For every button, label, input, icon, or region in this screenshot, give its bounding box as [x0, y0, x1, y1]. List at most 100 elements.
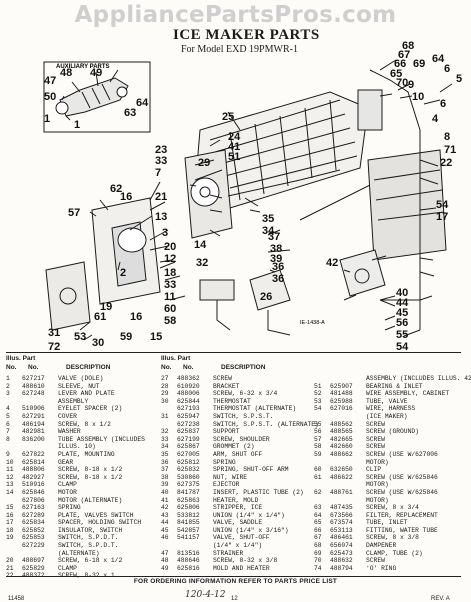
illus-no-cell: 45 — [161, 526, 169, 534]
part-no-cell: 488006 — [177, 390, 200, 398]
description-cell: ASSEMBLY (INCLUDES ILLUS. 42) — [366, 375, 471, 382]
part-no-cell: 627238 — [177, 420, 200, 428]
callout-33: 33 — [155, 155, 167, 167]
callout-29: 29 — [198, 157, 210, 169]
description-cell: WASHER — [58, 428, 81, 436]
part-no-cell: 625844 — [177, 397, 200, 405]
description-cell: DAMPENER — [366, 542, 397, 550]
description-cell: INSERT, PLASTIC TUBE (2) — [213, 488, 304, 496]
part-no-cell: 482927 — [22, 473, 45, 481]
illus-no-cell: 67 — [314, 534, 322, 542]
illus-no-cell: 16 — [6, 511, 14, 519]
description-cell: ARM, SHUT OFF — [213, 450, 263, 458]
callout-58: 58 — [164, 315, 176, 327]
callout-30: 30 — [92, 337, 104, 349]
illus-no-cell: 68 — [314, 542, 322, 550]
illus-no-cell: 46 — [161, 534, 169, 542]
description-cell: BRACKET — [213, 382, 240, 390]
callout-49: 49 — [90, 67, 102, 79]
illus-no-cell: 70 — [314, 557, 322, 565]
callout-14: 14 — [194, 239, 207, 251]
illus-no-cell: 19 — [6, 534, 14, 542]
description-cell: 'O' RING — [366, 564, 397, 572]
illus-no-cell: 9 — [6, 450, 10, 458]
callout-36b: 36 — [272, 273, 284, 285]
description-cell: SCREW, 8-32 x 3/8 — [213, 557, 278, 565]
illus-no-cell: 47 — [161, 549, 169, 557]
description-cell: CLIP — [366, 466, 382, 474]
description-cell: SPRING, SHUT-OFF ARM — [213, 466, 289, 474]
callout-63: 63 — [124, 107, 136, 119]
part-no-cell: 487435 — [330, 504, 353, 512]
callout-38: 38 — [270, 243, 282, 255]
part-no-cell: 625832 — [177, 466, 200, 474]
description-cell: SPRING — [213, 458, 236, 466]
illus-no-cell: 30 — [161, 397, 169, 405]
illus-no-cell: 14 — [6, 488, 14, 496]
part-no-cell: 653113 — [330, 526, 353, 534]
description-cell: CLAMP, TUBE (2) — [366, 549, 423, 557]
description-cell: SCREW (USE W/627006 — [366, 450, 438, 458]
callout-16: 16 — [120, 191, 132, 203]
illus-no-cell: 51 — [314, 382, 322, 390]
description-cell: GEAR — [58, 458, 74, 466]
illus-no-cell: 42 — [161, 504, 169, 512]
description-cell: SLEEVE, NUT — [58, 382, 100, 390]
description-cell: SCREW (USE W/625846 — [366, 488, 438, 496]
callout-50: 50 — [44, 91, 56, 103]
part-no-cell: 625988 — [330, 397, 353, 405]
callout-25: 25 — [222, 111, 234, 123]
callout-12: 12 — [164, 253, 176, 265]
callout-9: 9 — [408, 79, 414, 91]
callout-39: 39 — [270, 253, 282, 265]
table-row: (ALTERNATE) — [6, 550, 156, 558]
description-cell: MOTOR — [58, 488, 77, 496]
illus-no-cell: 34 — [161, 443, 169, 451]
illus-no-cell: 57 — [314, 435, 322, 443]
illus-no-cell: 66 — [314, 526, 322, 534]
callout-31: 31 — [48, 327, 60, 339]
part-no-cell: 625814 — [22, 458, 45, 466]
part-no-cell: 656074 — [330, 542, 353, 550]
part-no-cell: 627375 — [177, 481, 200, 489]
callout-55: 55 — [396, 329, 408, 341]
ordering-note: FOR ORDERING INFORMATION REFER TO PARTS … — [133, 578, 338, 585]
table-bottom-rule — [6, 576, 461, 577]
part-no-cell: 841787 — [177, 488, 200, 496]
callout-33b: 33 — [164, 279, 176, 291]
part-no-cell: 625829 — [22, 564, 45, 572]
callout-1a: 1 — [44, 113, 50, 125]
illus-no-cell: 38 — [161, 473, 169, 481]
callout-62: 62 — [110, 183, 122, 195]
description-cell: MOTOR) — [366, 496, 389, 504]
table-row: ASSEMBLY (INCLUDES ILLUS. 42) — [314, 375, 471, 383]
part-no-cell: 625816 — [177, 564, 200, 572]
description-cell: THERMOSTAT (ALTERNATE) — [213, 405, 297, 413]
part-no-cell: 813516 — [177, 549, 200, 557]
description-cell: SPACER, HOLDING SWITCH — [58, 519, 142, 527]
illus-no-cell: 20 — [6, 557, 14, 565]
part-no-cell: 488562 — [330, 420, 353, 428]
part-no-cell: 627291 — [22, 412, 45, 420]
illus-no-cell: 33 — [161, 435, 169, 443]
description-cell: TUBE, INLET — [366, 519, 408, 527]
callout-59: 59 — [120, 331, 132, 343]
illus-no-cell: 18 — [6, 526, 14, 534]
part-no-cell: 673566 — [330, 511, 353, 519]
part-no-cell: 673574 — [330, 519, 353, 527]
description-cell: SCREW, 8-18 x 1/2 — [58, 473, 123, 481]
